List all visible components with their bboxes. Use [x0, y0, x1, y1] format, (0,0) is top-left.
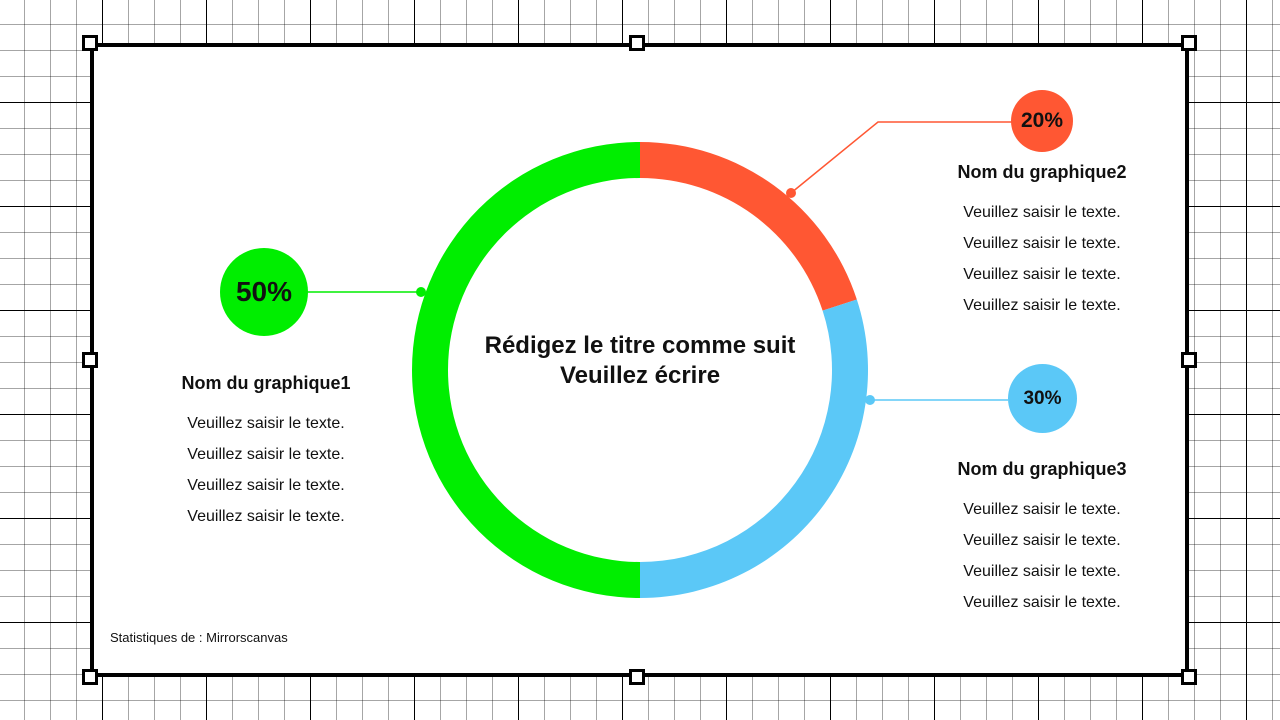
- resize-handle-top-left[interactable]: [82, 35, 98, 51]
- donut-slice-2: [640, 299, 868, 598]
- resize-handle-middle-right[interactable]: [1181, 352, 1197, 368]
- block-text-line: Veuillez saisir le texte.: [187, 446, 345, 463]
- block-title-graphique1: Nom du graphique1: [181, 373, 351, 393]
- connector-graphique2: [790, 121, 1012, 194]
- connector-dot-graphique1: [416, 287, 426, 297]
- donut-slice-1: [640, 142, 857, 311]
- chart-title: Rédigez le titre comme suit Veuillez écr…: [440, 331, 840, 391]
- resize-handle-middle-left[interactable]: [82, 352, 98, 368]
- donut-slice-3: [412, 142, 640, 598]
- percent-badge-graphique3: 30%: [1008, 364, 1077, 433]
- block-title-graphique2: Nom du graphique2: [957, 162, 1127, 182]
- block-text-line: Veuillez saisir le texte.: [963, 594, 1121, 611]
- block-text-line: Veuillez saisir le texte.: [963, 501, 1121, 518]
- block-text-line: Veuillez saisir le texte.: [963, 297, 1121, 314]
- info-block-graphique2: Nom du graphique2 Veuillez saisir le tex…: [922, 162, 1162, 321]
- resize-handle-top-right[interactable]: [1181, 35, 1197, 51]
- resize-handle-bottom-right[interactable]: [1181, 669, 1197, 685]
- info-block-graphique1: Nom du graphique1 Veuillez saisir le tex…: [146, 373, 386, 532]
- block-text-line: Veuillez saisir le texte.: [187, 415, 345, 432]
- block-text-line: Veuillez saisir le texte.: [187, 508, 345, 525]
- chart-title-line-1: Rédigez le titre comme suit: [484, 332, 796, 359]
- chart-title-line-2: Veuillez écrire: [559, 362, 721, 389]
- block-text-line: Veuillez saisir le texte.: [963, 204, 1121, 221]
- block-text-line: Veuillez saisir le texte.: [963, 266, 1121, 283]
- block-text-line: Veuillez saisir le texte.: [963, 235, 1121, 252]
- info-block-graphique3: Nom du graphique3 Veuillez saisir le tex…: [922, 459, 1162, 618]
- resize-handle-bottom-left[interactable]: [82, 669, 98, 685]
- block-title-graphique3: Nom du graphique3: [957, 459, 1127, 479]
- resize-handle-top-center[interactable]: [629, 35, 645, 51]
- block-text-line: Veuillez saisir le texte.: [187, 477, 345, 494]
- block-text-line: Veuillez saisir le texte.: [963, 563, 1121, 580]
- percent-badge-graphique2: 20%: [1011, 90, 1073, 152]
- connector-dot-graphique3: [865, 395, 875, 405]
- resize-handle-bottom-center[interactable]: [629, 669, 645, 685]
- percent-badge-graphique1: 50%: [220, 248, 308, 336]
- source-caption: Statistiques de : Mirrorscanvas: [110, 630, 288, 645]
- block-text-line: Veuillez saisir le texte.: [963, 532, 1121, 549]
- connector-dot-graphique2: [786, 188, 796, 198]
